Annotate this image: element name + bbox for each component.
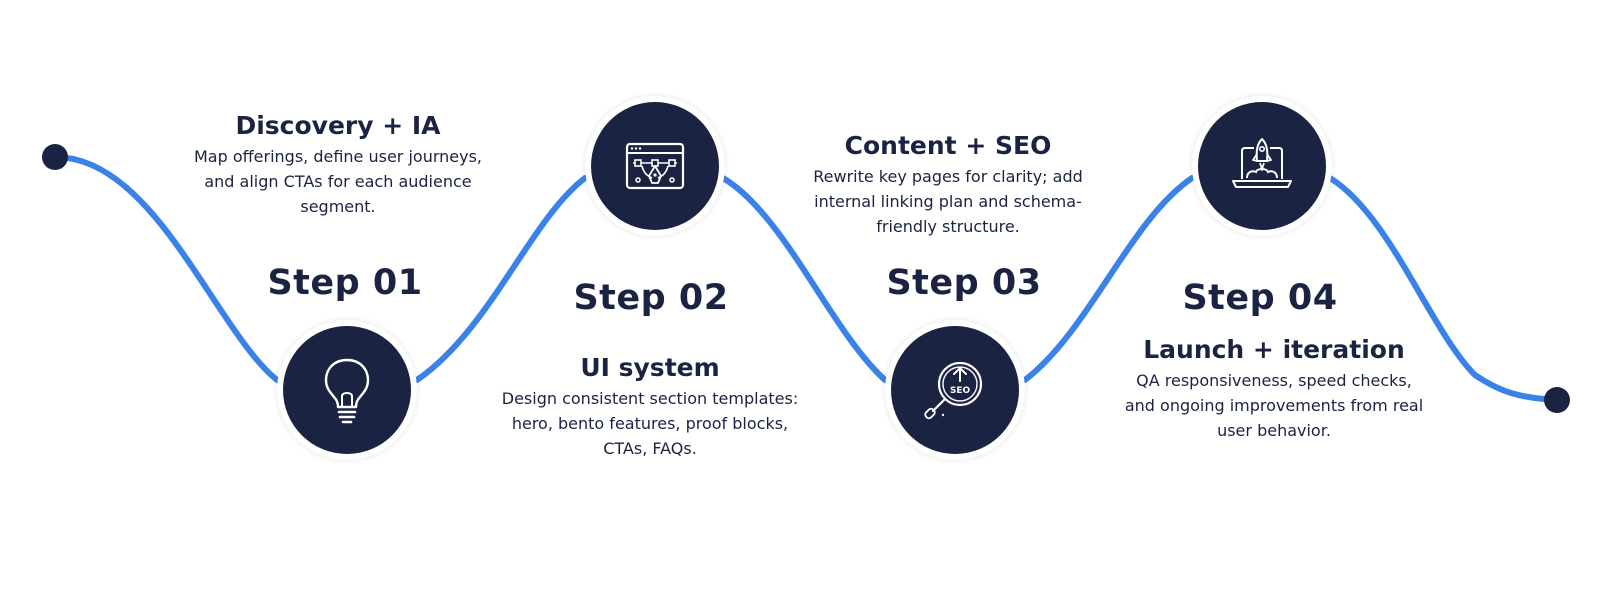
step-04-description: QA responsiveness, speed checks, and ong… [1124, 371, 1424, 440]
step-03-title: Content + SEO [844, 131, 1052, 160]
step-02-node [585, 96, 725, 236]
step-02-description: Design consistent section templates: her… [501, 389, 799, 458]
step-04-title: Launch + iteration [1143, 335, 1405, 364]
step-01-description: Map offerings, define user journeys, and… [193, 147, 482, 216]
step-04-block: Launch + iteration QA responsiveness, sp… [1124, 334, 1424, 443]
rocket-laptop-icon [1232, 138, 1292, 188]
step-02-title: UI system [580, 353, 720, 382]
step-04-node [1192, 96, 1332, 236]
step-03-description: Rewrite key pages for clarity; add inter… [813, 167, 1083, 236]
lightbulb-icon [324, 358, 370, 424]
wave-end-dot [1544, 387, 1570, 413]
step-04-label: Step 04 [1182, 278, 1338, 318]
step-01-block: Discovery + IA Map offerings, define use… [188, 110, 488, 219]
wave-start-dot [42, 144, 68, 170]
step-02-block: UI system Design consistent section temp… [500, 352, 800, 461]
wave-path [52, 154, 1560, 403]
step-02-label: Step 02 [573, 278, 729, 318]
step-03-block: Content + SEO Rewrite key pages for clar… [798, 130, 1098, 239]
browser-vector-design-icon [625, 142, 685, 190]
step-01-node [277, 320, 417, 460]
seo-icon-text: SEO [950, 386, 971, 396]
step-01-title: Discovery + IA [235, 111, 441, 140]
seo-magnifier-icon: SEO [924, 361, 983, 420]
step-03-node: SEO [885, 320, 1025, 460]
step-03-label: Step 03 [886, 263, 1042, 303]
step-01-label: Step 01 [267, 263, 423, 303]
